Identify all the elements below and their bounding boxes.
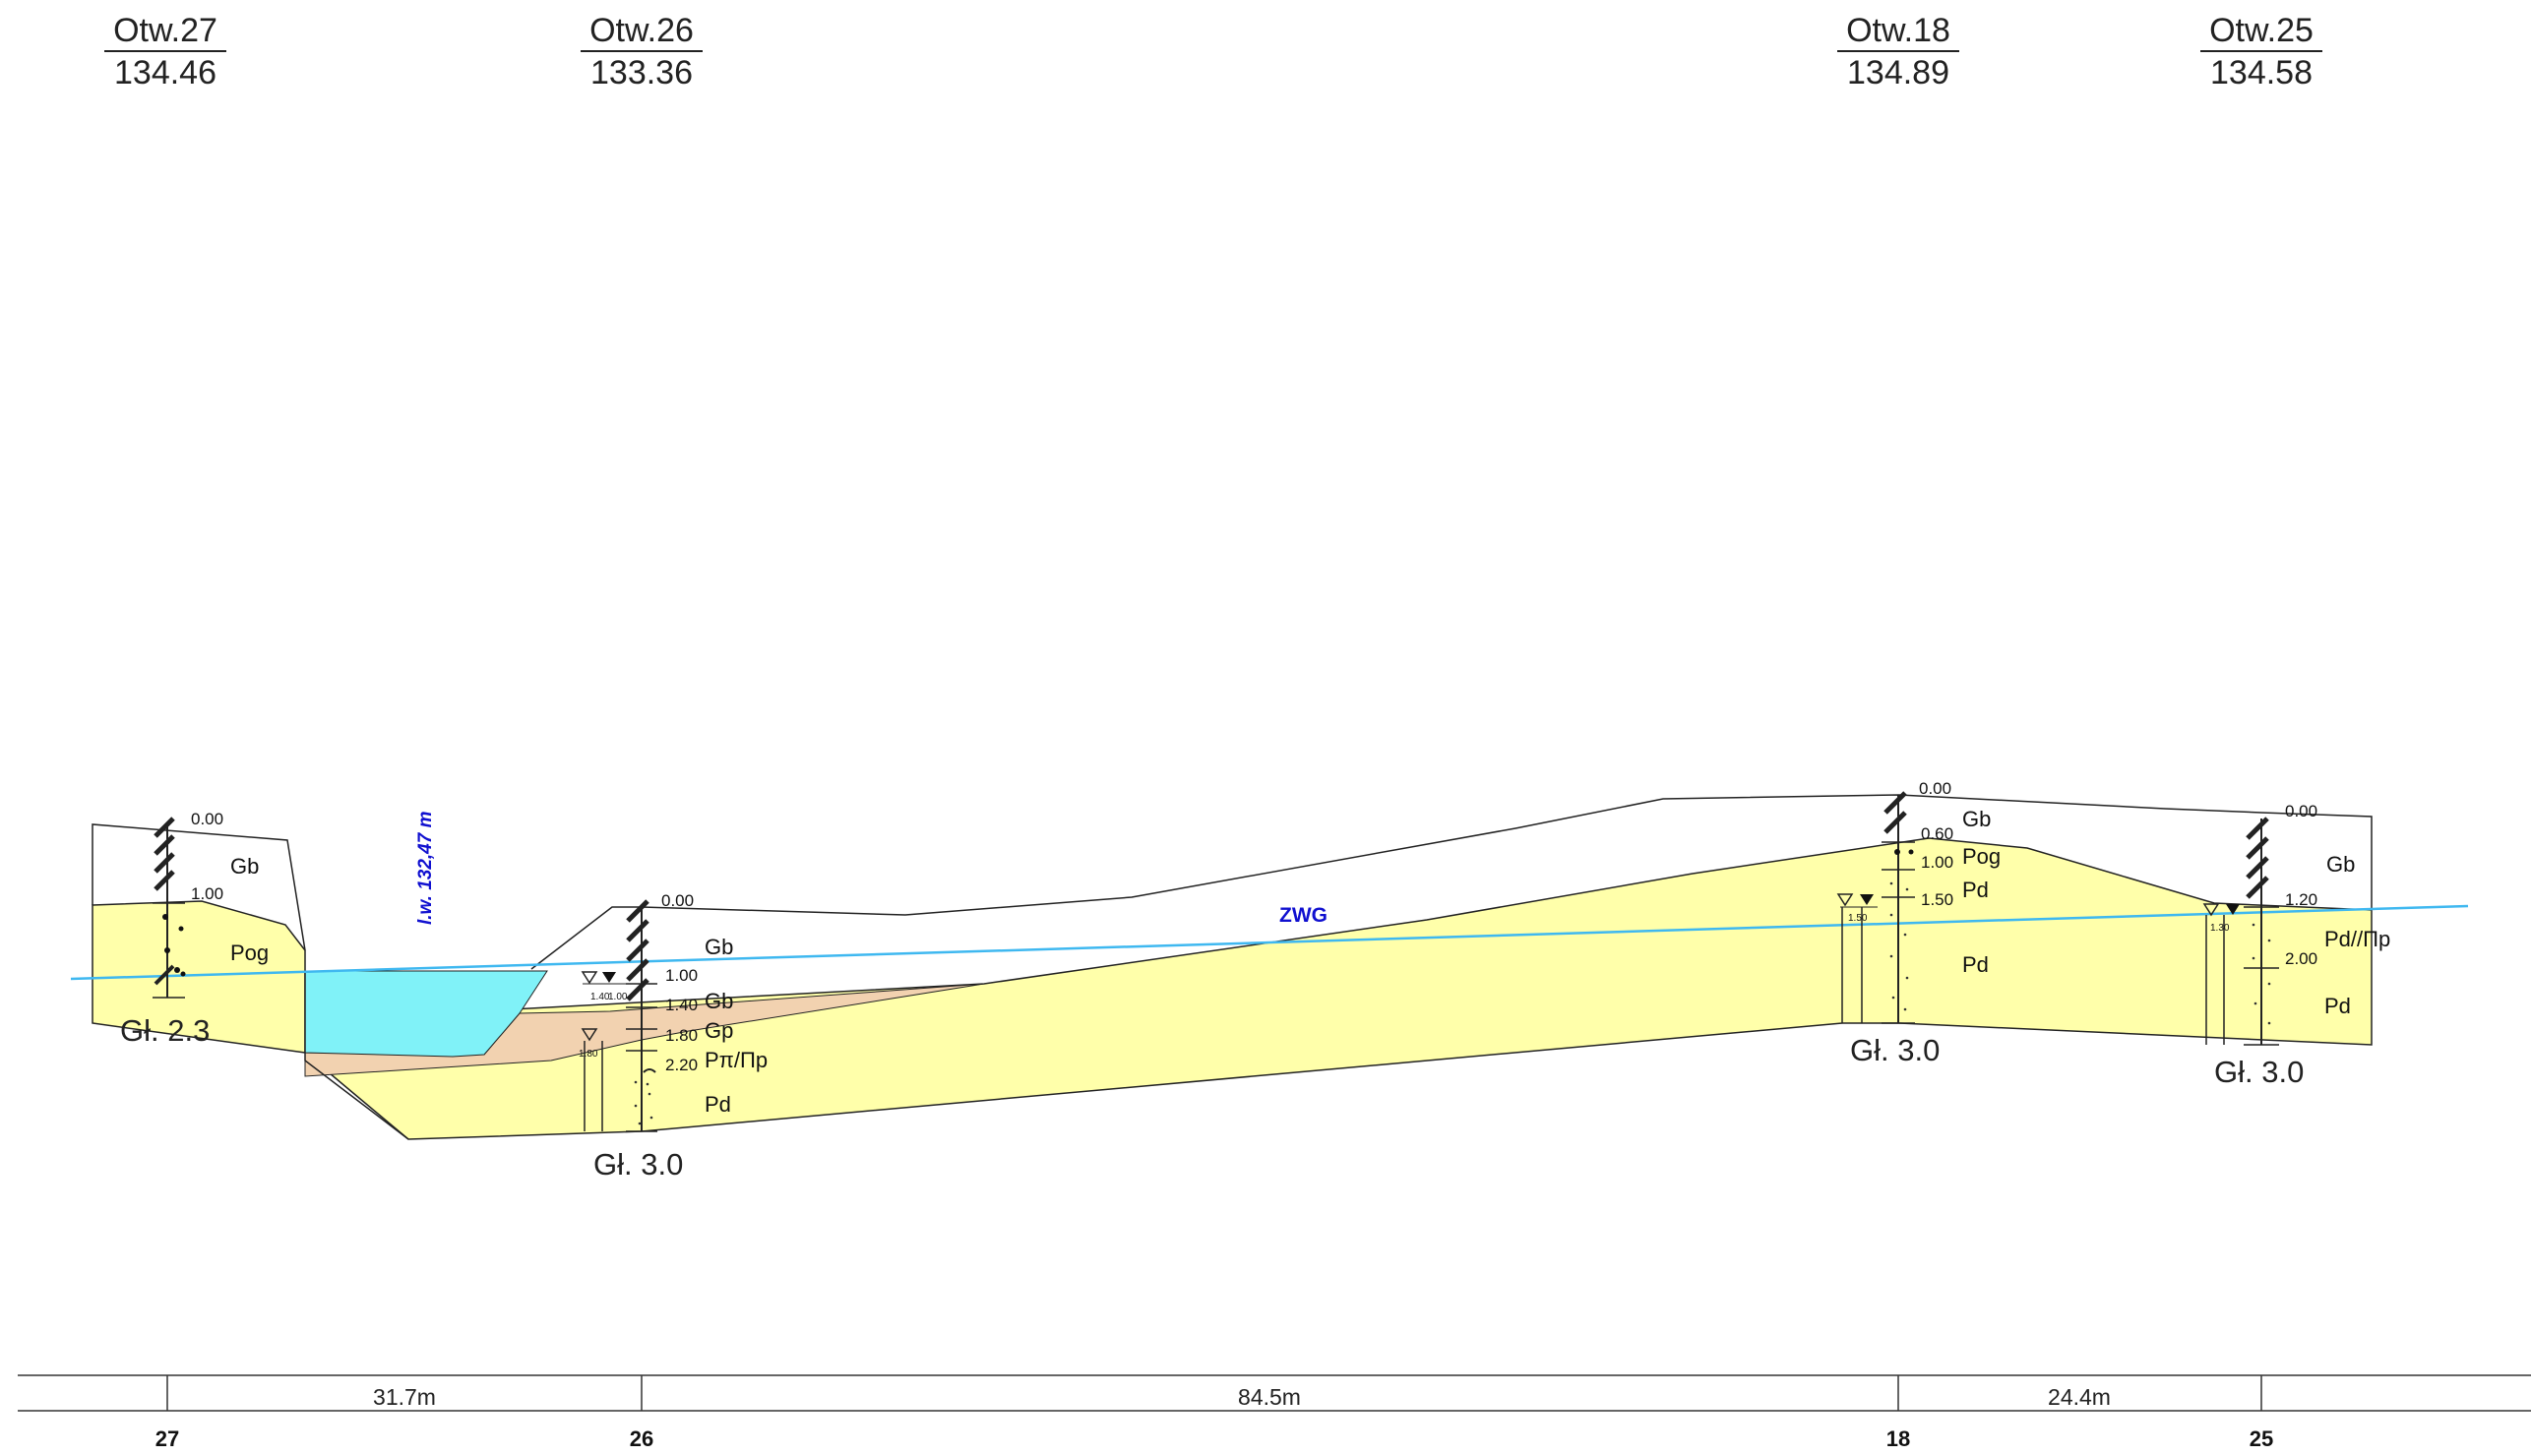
borehole-name: Otw.18 <box>1846 12 1950 49</box>
borehole-depth-label: Gł. 3.0 <box>1850 1033 1940 1067</box>
layer-depth: 1.40 <box>665 996 698 1014</box>
borehole-header-18: Otw.18 134.89 <box>1837 12 1959 91</box>
layer-code: Pd <box>1962 952 1989 977</box>
layer-code: Pd <box>705 1092 731 1117</box>
layer-code: Pd//Πp <box>2324 927 2390 951</box>
layer-depth: 0.00 <box>191 810 223 828</box>
borehole-25: 1.30 0.00 Gb 1.20 2.00 Pd//Πp Pd Gł. 3.0 <box>2202 802 2390 1089</box>
borehole-elevation: 133.36 <box>590 54 693 91</box>
gravel-dot-icon <box>164 947 170 953</box>
borehole-header-26: Otw.26 133.36 <box>581 12 703 91</box>
gravel-dot-icon <box>178 926 184 932</box>
layer-code: Gb <box>230 854 259 879</box>
layer-depth: 2.00 <box>2285 949 2317 968</box>
layer-code: Gb <box>2326 852 2355 877</box>
layer-depth: 0.60 <box>1921 824 1953 843</box>
layer-depth: 1.20 <box>2285 890 2317 909</box>
borehole-name: Otw.25 <box>2209 12 2314 49</box>
gravel-dot-icon <box>174 967 180 973</box>
layer-code: Pog <box>230 940 269 965</box>
water-table-marker-icon <box>1860 894 1874 905</box>
water-mark-text: 1.00 <box>608 992 628 1002</box>
fill-hatch-icon <box>626 899 649 1001</box>
layer-code: Pd <box>2324 994 2351 1018</box>
gravel-dot-icon <box>1894 849 1900 855</box>
water-table-marker-icon <box>2226 904 2240 915</box>
layer-code: Pd <box>1962 878 1989 902</box>
layer-code: Gp <box>705 1018 733 1043</box>
layer-depth: 2.20 <box>665 1056 698 1074</box>
borehole-elevation: 134.58 <box>2210 54 2313 91</box>
fill-hatch-icon <box>154 817 175 891</box>
layer-code: Gb <box>705 935 733 959</box>
water-table-marker-icon <box>1836 893 1854 907</box>
borehole-name: Otw.26 <box>589 12 694 49</box>
borehole-27: 0.00 Gb 1.00 Pog Gł. 2.3 <box>120 810 269 1048</box>
water-table-marker-icon <box>581 1028 598 1042</box>
layer-code: Pog <box>1962 844 2001 869</box>
ground-surface <box>530 794 2373 970</box>
water-table-marker-icon <box>581 971 598 985</box>
borehole-header-27: Otw.27 134.46 <box>104 12 226 91</box>
layer-code: Gb <box>1962 807 1991 831</box>
distance-label: 84.5m <box>1238 1384 1301 1410</box>
fill-hatch-icon <box>1883 791 1907 834</box>
borehole-elevation: 134.89 <box>1847 54 1949 91</box>
borehole-depth-label: Gł. 3.0 <box>2214 1055 2304 1089</box>
borehole-18: 1.50 0.00 0.60 Gb 1.00 Pog 1.50 Pd Pd Gł… <box>1836 779 2001 1067</box>
layer-depth: 0.00 <box>1919 779 1951 798</box>
fill-hatch-icon <box>2246 817 2269 899</box>
water-table-marker-icon <box>602 972 616 983</box>
river-bank <box>304 971 409 1140</box>
borehole-26: 1.40 1.00 1.80 0.00 Gb 1.00 1.40 Gb 1.80… <box>579 891 768 1182</box>
station-label: 27 <box>155 1426 179 1451</box>
distance-bar: 31.7m 84.5m 24.4m 27 26 18 25 <box>18 1374 2531 1451</box>
layer-depth: 0.00 <box>2285 802 2317 820</box>
layer-depth: 1.00 <box>665 966 698 985</box>
water-mark-text: 1.50 <box>1848 913 1868 924</box>
layer-depth: 1.00 <box>1921 853 1953 872</box>
borehole-name: Otw.27 <box>113 12 217 49</box>
layer-depth: 0.00 <box>661 891 694 910</box>
gravel-dot-icon <box>1908 849 1914 855</box>
water-level-label: l.w. 132,47 m <box>415 811 436 925</box>
water-table-marker-icon <box>2202 903 2220 917</box>
layer-code: Pπ/Πp <box>705 1048 768 1072</box>
layer-depth: 1.00 <box>191 884 223 903</box>
water-mark-text: 1.80 <box>579 1049 598 1060</box>
water-mark-text: 1.40 <box>590 992 610 1002</box>
gravel-dot-icon <box>162 914 168 920</box>
borehole-header-25: Otw.25 134.58 <box>2200 12 2322 91</box>
ground-surface-left <box>92 823 306 951</box>
borehole-depth-label: Gł. 3.0 <box>593 1147 683 1182</box>
sand-layer-main <box>303 837 2373 1140</box>
borehole-depth-label: Gł. 2.3 <box>120 1013 210 1048</box>
distance-label: 31.7m <box>373 1384 436 1410</box>
station-label: 26 <box>630 1426 653 1451</box>
station-label: 18 <box>1886 1426 1910 1451</box>
distance-label: 24.4m <box>2048 1384 2111 1410</box>
borehole-elevation: 134.46 <box>114 54 216 91</box>
groundwater-line <box>70 904 2469 981</box>
layer-code: Gb <box>705 989 733 1013</box>
groundwater-label: ZWG <box>1279 904 1327 927</box>
gravel-dot-icon <box>180 971 186 977</box>
water-mark-text: 1.30 <box>2210 923 2230 934</box>
layer-depth: 1.80 <box>665 1026 698 1045</box>
layer-depth: 1.50 <box>1921 890 1953 909</box>
station-label: 25 <box>2250 1426 2273 1451</box>
